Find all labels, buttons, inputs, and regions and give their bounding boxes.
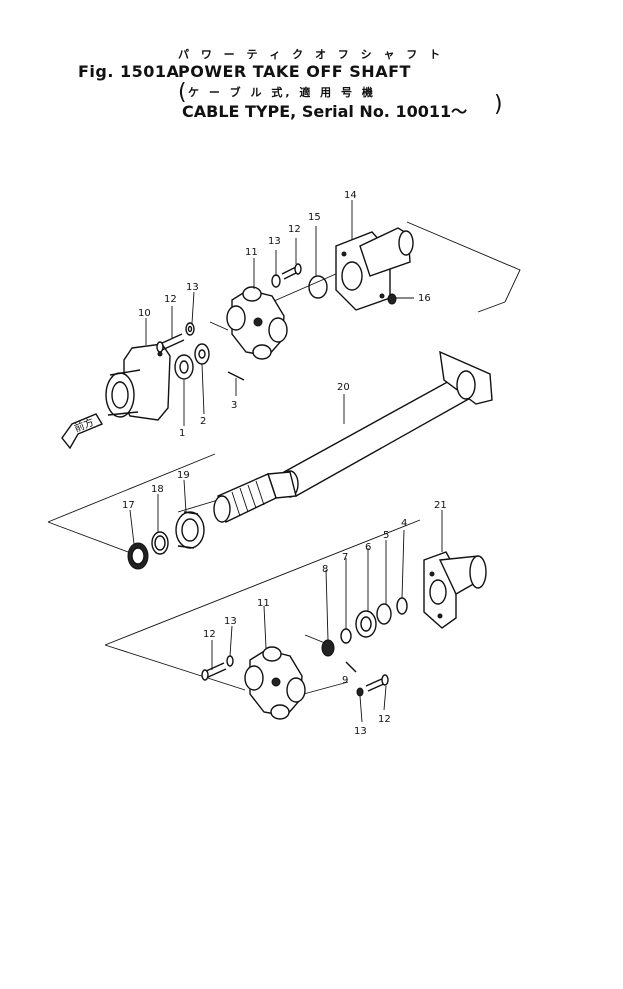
bolt-12-upper <box>281 263 302 280</box>
part-5-snap-ring <box>376 603 392 625</box>
callout-6: 6 <box>365 542 371 553</box>
callout-20: 20 <box>337 382 350 393</box>
callout-4: 4 <box>401 518 407 529</box>
part-18-snap-ring <box>151 531 169 555</box>
callout-11-upper: 11 <box>245 247 258 258</box>
callout-7: 7 <box>342 552 348 563</box>
part-7-washer <box>340 628 352 644</box>
callout-14: 14 <box>344 190 357 201</box>
callout-15: 15 <box>308 212 321 223</box>
part-1-washer <box>174 354 194 380</box>
callout-10: 10 <box>138 308 151 319</box>
part-6-bearing <box>355 610 377 638</box>
callout-12-d: 12 <box>378 714 391 725</box>
callout-13-d: 13 <box>354 726 367 737</box>
callout-2: 2 <box>200 416 206 427</box>
callout-13-c: 13 <box>224 616 237 627</box>
part-8-nut <box>321 639 335 657</box>
part-3-cotter-pin <box>227 371 245 381</box>
leader-lines <box>129 200 443 723</box>
right-paren: ) <box>494 92 503 117</box>
callout-18: 18 <box>151 484 164 495</box>
part-16-nut <box>387 293 397 305</box>
callout-13-b: 13 <box>268 236 281 247</box>
part-14-bearing-housing <box>335 227 414 311</box>
figure-number: Fig. 1501A <box>78 62 180 81</box>
callout-numbers: 1 2 3 4 5 6 7 8 9 10 11 11 12 12 12 12 1… <box>122 190 447 737</box>
part-17-oil-seal <box>127 542 149 570</box>
callout-13-a: 13 <box>186 282 199 293</box>
part-11-universal-joint-upper <box>226 286 288 360</box>
callout-17: 17 <box>122 500 135 511</box>
part-9-cotter-pin <box>345 661 357 673</box>
callout-19: 19 <box>177 470 190 481</box>
callout-12-c: 12 <box>203 629 216 640</box>
kana-subtitle: ケ ー ブ ル 式, 適 用 号 機 <box>188 86 376 99</box>
callout-5: 5 <box>383 530 389 541</box>
kana-title: パ ワ ー テ ィ ク オ フ シ ャ フ ト <box>178 48 445 61</box>
part-2-nut <box>194 343 210 365</box>
callout-3: 3 <box>231 400 237 411</box>
bolt-12-upper-left <box>156 333 185 353</box>
callout-1: 1 <box>179 428 185 439</box>
part-20-shaft <box>213 350 493 523</box>
callout-11-lower: 11 <box>257 598 270 609</box>
part-21-bearing-housing <box>423 551 487 629</box>
part-15-o-ring <box>308 275 328 299</box>
washer-13-lower-right <box>356 687 364 697</box>
bolt-12-lower-right <box>365 674 389 692</box>
callout-12-b: 12 <box>288 224 301 235</box>
part-4-o-ring <box>396 597 408 615</box>
callout-8: 8 <box>322 564 328 575</box>
front-direction-arrow: 前方 <box>61 413 104 450</box>
callout-9: 9 <box>342 675 348 686</box>
washer-13-lower-left <box>226 655 234 667</box>
part-10-flange-housing <box>105 343 171 421</box>
figure-title-line: Fig. 1501APOWER TAKE OFF SHAFT <box>78 62 411 81</box>
assembly-guide-lines <box>47 221 521 696</box>
callout-21: 21 <box>434 500 447 511</box>
part-19-bearing <box>175 511 205 549</box>
washer-13-upper-left <box>185 322 195 336</box>
washer-13-upper <box>271 274 281 288</box>
part-11-universal-joint-lower <box>244 646 306 720</box>
callout-16: 16 <box>418 293 431 304</box>
figure-subtitle: CABLE TYPE, Serial No. 10011～ <box>182 102 468 121</box>
bolt-12-lower-left <box>201 662 227 681</box>
left-paren: ( <box>178 80 187 105</box>
callout-12-a: 12 <box>164 294 177 305</box>
figure-title: POWER TAKE OFF SHAFT <box>178 62 411 81</box>
